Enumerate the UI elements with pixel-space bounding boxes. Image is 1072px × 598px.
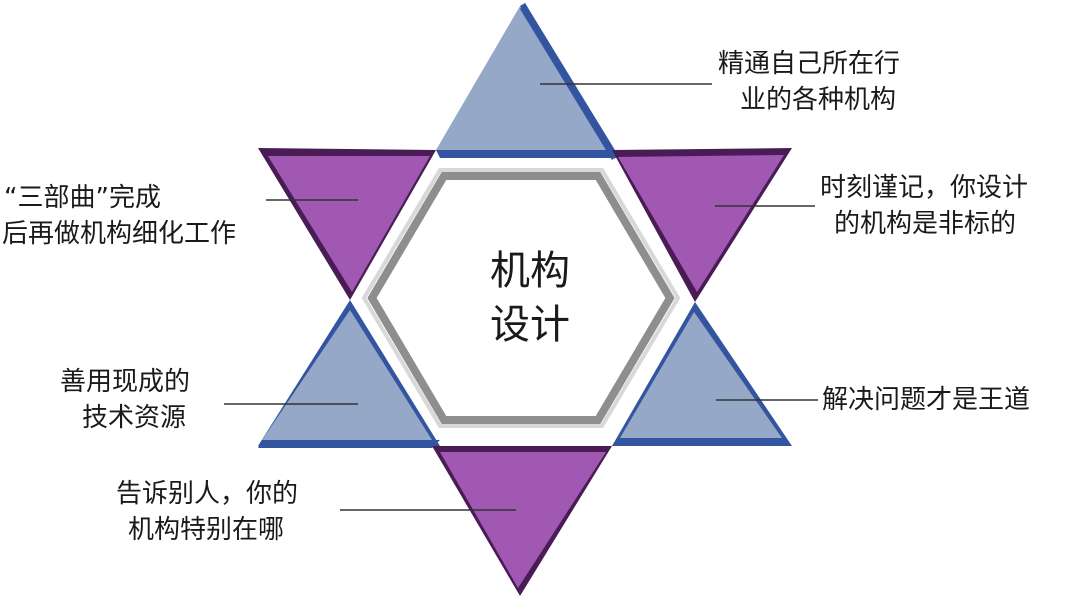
center-label: 机构 设计 (440, 244, 620, 352)
label-upper-right-line1: 时刻谨记，你设计 (820, 173, 1029, 203)
label-upper-left-line2: 后再做机构细化工作 (2, 219, 237, 249)
triangle-lower-right (612, 302, 792, 446)
label-lower-left-line1: 善用现成的 (60, 367, 191, 397)
triangle-lower-left (258, 300, 440, 448)
label-bottom-line1: 告诉别人，你的 (116, 479, 299, 509)
label-top: 精通自己所在行 业的各种机构 (718, 46, 900, 118)
label-lower-left: 善用现成的 技术资源 (60, 364, 190, 436)
center-label-line1: 机构 (490, 248, 570, 294)
leader-lines (224, 83, 818, 511)
label-upper-left: “三部曲”完成 后再做机构细化工作 (2, 180, 236, 252)
triangle-upper-right (612, 148, 792, 302)
label-lower-right-line1: 解决问题才是王道 (822, 385, 1031, 415)
label-bottom-line2: 机构特别在哪 (128, 515, 285, 545)
label-upper-right: 时刻谨记，你设计 的机构是非标的 (820, 170, 1028, 242)
triangle-upper-left (258, 148, 436, 300)
center-label-line2: 设计 (490, 302, 570, 348)
label-top-line2: 业的各种机构 (740, 85, 897, 115)
center-hexagon (361, 168, 681, 428)
label-lower-right: 解决问题才是王道 (822, 382, 1030, 418)
label-lower-left-line2: 技术资源 (82, 403, 187, 433)
triangle-bottom (432, 446, 612, 596)
label-upper-left-line1: “三部曲”完成 (4, 183, 161, 213)
label-top-line1: 精通自己所在行 (718, 49, 901, 79)
triangle-top (436, 3, 618, 160)
label-upper-right-line2: 的机构是非标的 (834, 209, 1017, 239)
label-bottom: 告诉别人，你的 机构特别在哪 (116, 476, 298, 548)
